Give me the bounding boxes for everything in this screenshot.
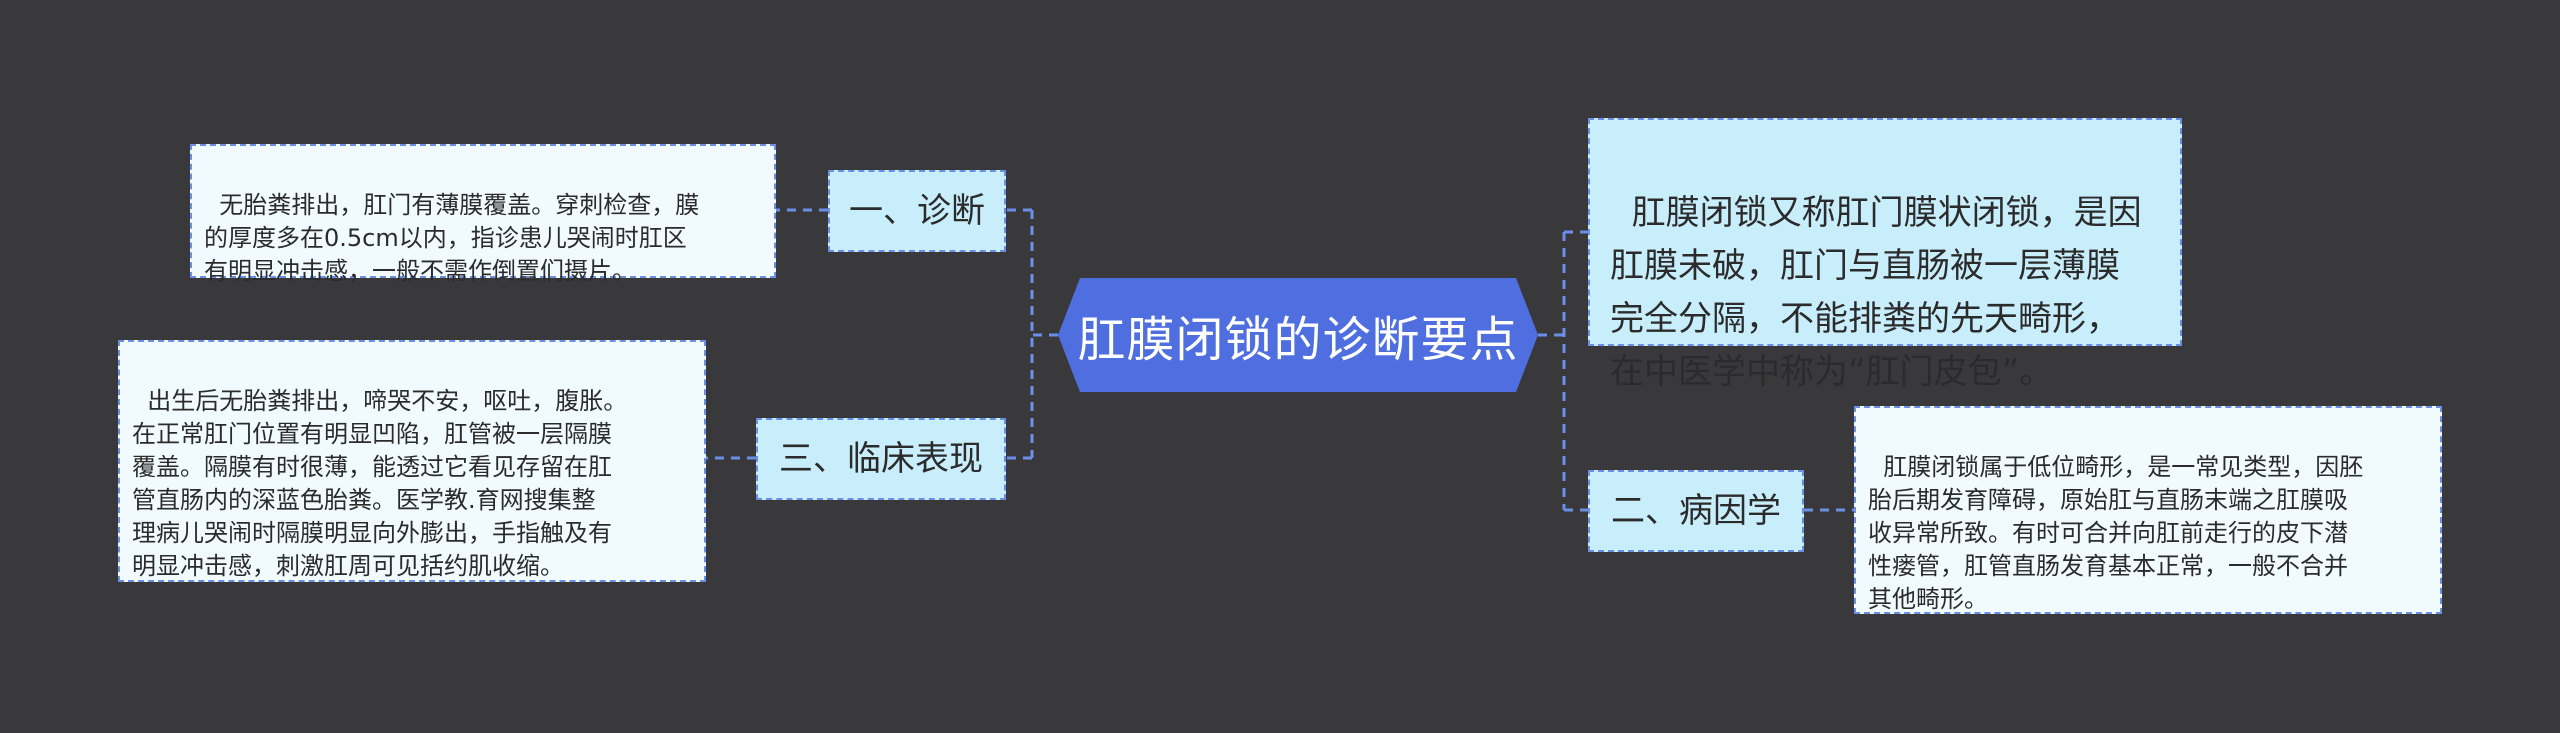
leaf-clinical[interactable]: 出生后无胎粪排出，啼哭不安，呕吐，腹胀。 在正常肛门位置有明显凹陷，肛管被一层隔… xyxy=(118,340,706,582)
leaf-definition-text: 肛膜闭锁又称肛门膜状闭锁，是因 肛膜未破，肛门与直肠被一层薄膜 完全分隔，不能排… xyxy=(1610,193,2142,392)
branch-etiology[interactable]: 二、病因学 xyxy=(1588,470,1804,552)
leaf-definition[interactable]: 肛膜闭锁又称肛门膜状闭锁，是因 肛膜未破，肛门与直肠被一层薄膜 完全分隔，不能排… xyxy=(1588,118,2182,392)
leaf-diagnosis[interactable]: 无胎粪排出，肛门有薄膜覆盖。穿刺检查，膜 的厚度多在0.5cm以内，指诊患儿哭闹… xyxy=(190,144,776,285)
branch-clinical[interactable]: 三、临床表现 xyxy=(756,418,1006,500)
branch-etiology-label: 二、病因学 xyxy=(1611,491,1781,531)
central-topic[interactable]: 肛膜闭锁的诊断要点 xyxy=(1058,278,1538,392)
branch-clinical-label: 三、临床表现 xyxy=(779,439,983,479)
leaf-clinical-text: 出生后无胎粪排出，啼哭不安，呕吐，腹胀。 在正常肛门位置有明显凹陷，肛管被一层隔… xyxy=(132,387,628,580)
leaf-diagnosis-text: 无胎粪排出，肛门有薄膜覆盖。穿刺检查，膜 的厚度多在0.5cm以内，指诊患儿哭闹… xyxy=(204,191,700,285)
branch-diagnosis[interactable]: 一、诊断 xyxy=(828,170,1006,252)
leaf-etiology[interactable]: 肛膜闭锁属于低位畸形，是一常见类型，因胚 胎后期发育障碍，原始肛与直肠末端之肛膜… xyxy=(1854,406,2442,614)
leaf-etiology-text: 肛膜闭锁属于低位畸形，是一常见类型，因胚 胎后期发育障碍，原始肛与直肠末端之肛膜… xyxy=(1868,453,2364,613)
central-topic-label: 肛膜闭锁的诊断要点 xyxy=(1077,312,1519,368)
branch-diagnosis-label: 一、诊断 xyxy=(849,191,985,231)
